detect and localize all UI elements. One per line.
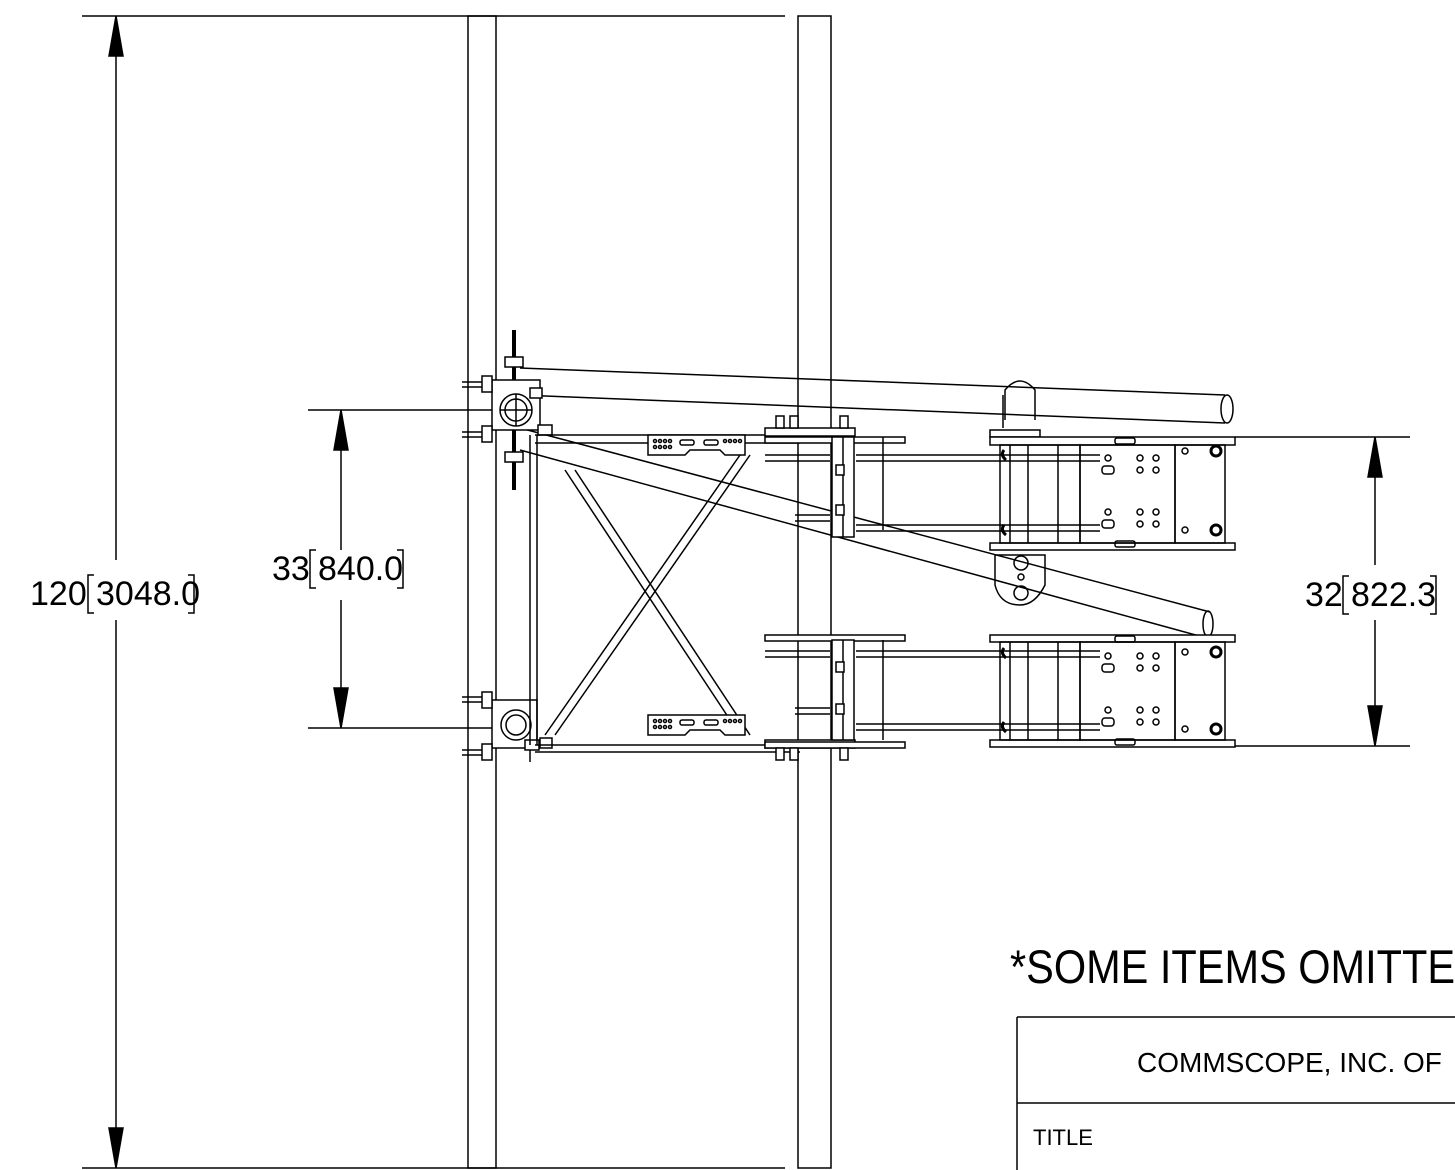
company-name: COMMSCOPE, INC. OF — [1137, 1047, 1442, 1078]
svg-text:32: 32 — [1305, 576, 1343, 614]
overall-dimension-label: 120 3048.0 — [30, 574, 200, 614]
svg-text:822.3: 822.3 — [1351, 576, 1436, 614]
title-label: TITLE — [1033, 1125, 1093, 1150]
svg-text:33: 33 — [272, 550, 310, 588]
antenna-spacing-dimension — [1235, 436, 1410, 747]
upper-mounting-plate — [989, 436, 1236, 551]
svg-text:840.0: 840.0 — [318, 550, 403, 588]
upper-slotted-plate — [647, 434, 746, 456]
upper-pipe-clamp — [462, 330, 553, 490]
omitted-items-note: *SOME ITEMS OMITTE — [1010, 940, 1455, 993]
left-pipe — [467, 15, 497, 1169]
lower-support-arm — [519, 427, 1214, 638]
support-frame — [529, 434, 800, 753]
center-pipe — [797, 15, 832, 1169]
overall-dimension — [82, 15, 785, 1169]
lower-slotted-plate — [647, 714, 746, 736]
svg-text:3048.0: 3048.0 — [96, 575, 200, 613]
antenna-spacing-label: 32 822.3 — [1305, 575, 1437, 615]
mount-spacing-dimension — [308, 409, 505, 729]
lower-center-bracket — [764, 634, 1100, 761]
mount-spacing-label: 33 840.0 — [272, 549, 404, 589]
title-block — [1016, 1016, 1455, 1170]
upper-center-bracket — [764, 415, 1100, 538]
upper-support-arm — [519, 367, 1234, 438]
svg-text:120: 120 — [30, 575, 87, 613]
lower-mounting-plate — [989, 634, 1236, 748]
